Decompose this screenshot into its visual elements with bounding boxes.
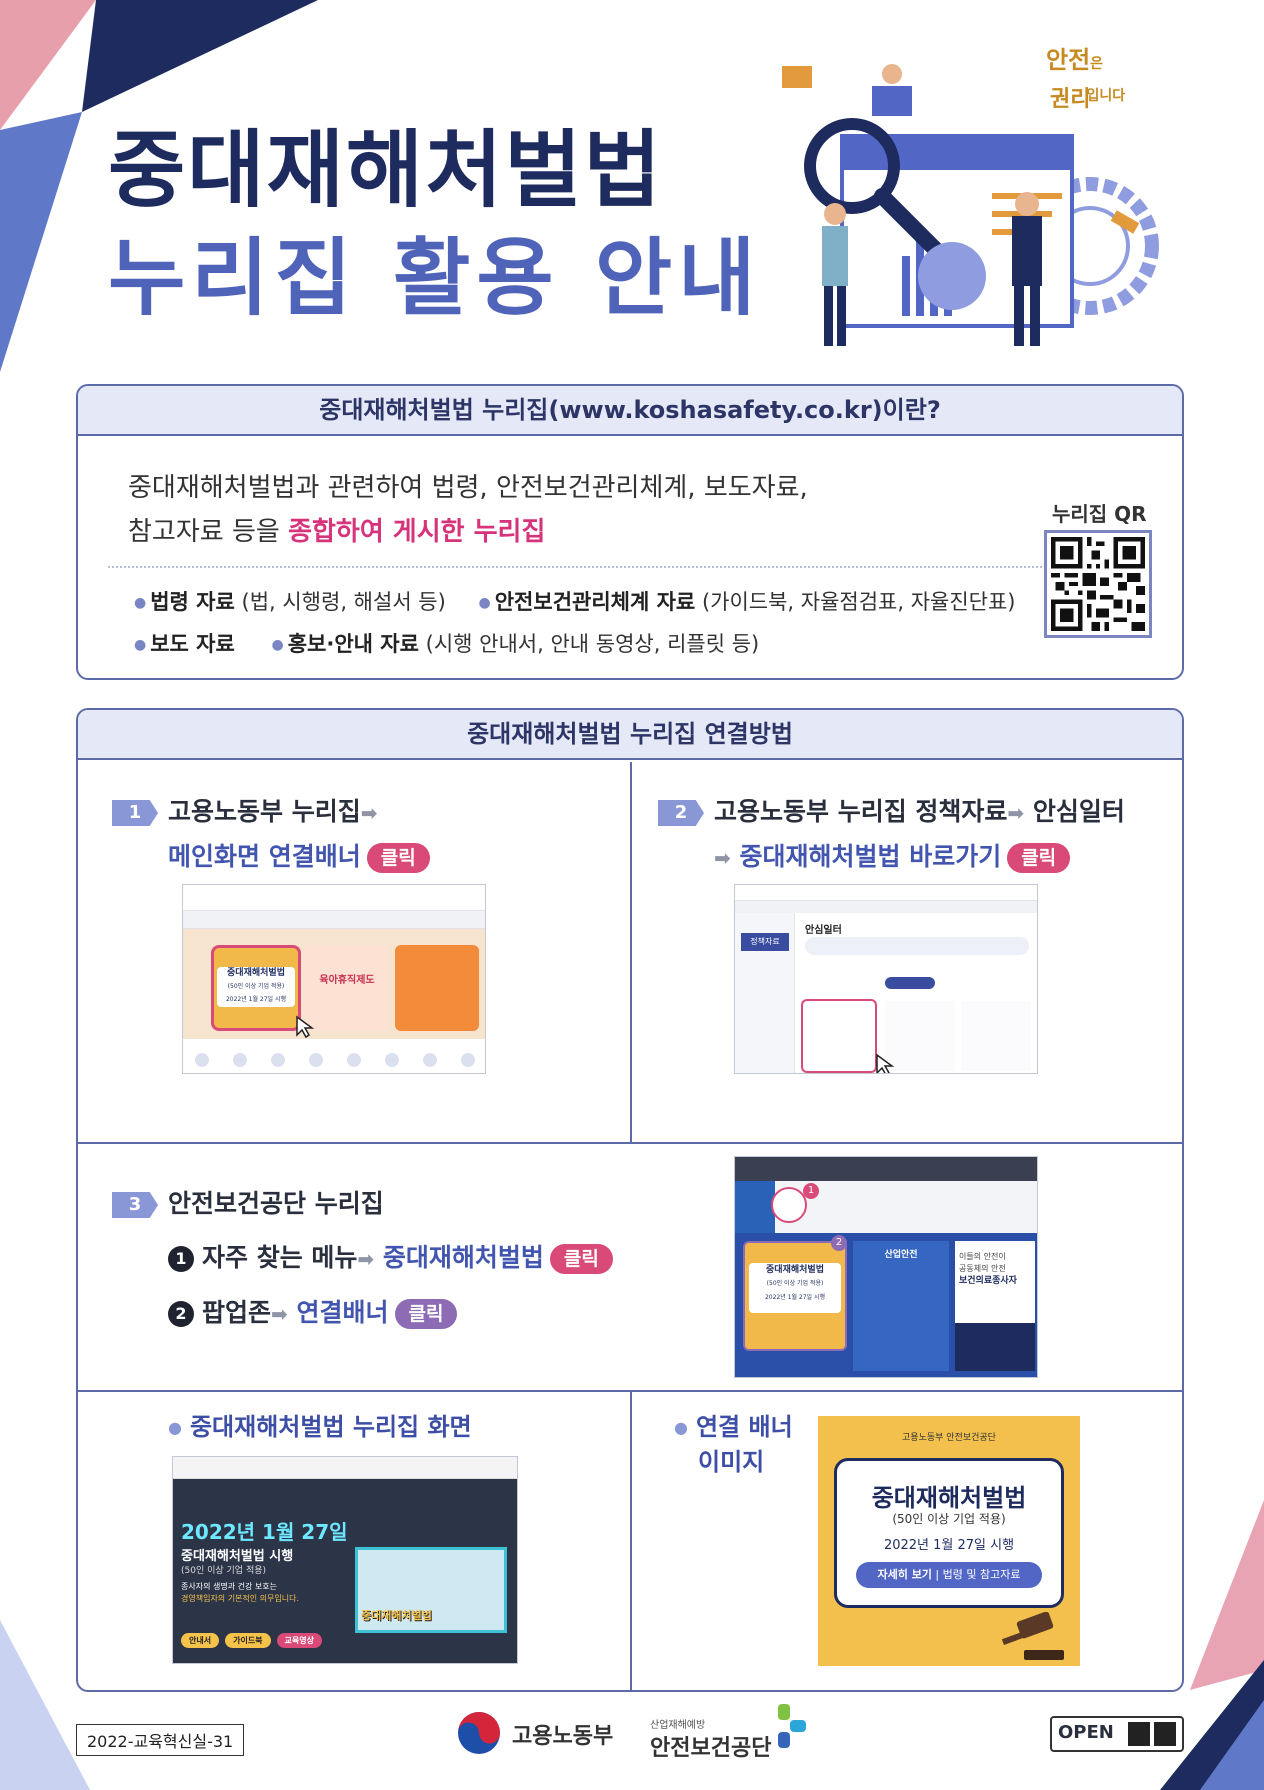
step-number: 1 [112,800,158,826]
arrow-icon: ➡ [360,801,378,825]
grid-divider [78,1390,1182,1392]
grid-divider [78,1142,1182,1144]
bullet-dot: ● [271,637,284,653]
bullet-dot: ● [478,595,491,611]
guide-button[interactable]: 안내서 [181,1633,220,1648]
caption-site-screen: ●중대재해처벌법 누리집 화면 [168,1413,472,1441]
video-button[interactable]: 교육영상 [276,1633,322,1648]
org-kosha-subtitle: 산업재해예방 [650,1720,706,1731]
open-license-badge: OPEN [1050,1716,1184,1752]
page-title-line2: 누리집 활용 안내 [108,229,762,327]
taegeuk-logo-icon [458,1712,500,1754]
gavel-icon [1001,1612,1064,1660]
guidebook-button[interactable]: 가이드북 [225,1633,271,1648]
corner-decoration-top-left [0,0,318,372]
sub-step-number: 1 [168,1246,194,1272]
click-badge: 클릭 [366,843,430,873]
arrow-icon: ➡ [271,1302,288,1326]
bullet-dot: ● [134,637,147,653]
bullet-dot: ● [674,1418,688,1437]
bullet-row-1: ●법령 자료 (법, 시행령, 해설서 등) ●안전보건관리체계 자료 (가이드… [134,590,1016,614]
hero-illustration [782,64,1159,346]
org-kosha: 안전보건공단 [650,1736,772,1761]
page-title-line1: 중대재해처벌법 [108,121,663,219]
cursor-icon [876,1053,895,1073]
badge-1: 1 [803,1183,819,1199]
screenshot-kosha-main: 1 2 중대재해처벌법 (50인 이상 기업 적용) 2022년 1월 27일 … [734,1156,1038,1378]
kosha-logo-icon [778,1704,806,1748]
license-commercial-icon [1154,1722,1176,1746]
bullet-dot: ● [134,595,147,611]
corner-decoration-bottom-left [0,1620,90,1790]
screenshot-moel-policy: 정책자료 안심일터 [734,884,1038,1074]
grid-divider [630,762,632,1142]
document-code: 2022-교육혁신실-31 [76,1724,245,1756]
dotted-divider [108,566,1098,568]
method-heading: 중대재해처벌법 누리집 연결방법 [78,710,1182,760]
cursor-icon [296,1015,315,1039]
arrow-icon: ➡ [1007,801,1025,825]
license-attribution-icon [1128,1722,1150,1746]
caption-banner-image: ●연결 배너 이미지 [674,1413,793,1476]
screenshot-koshasafety-site: 2022년 1월 27일 중대재해처벌법 시행 (50인 이상 기업 적용) 종… [172,1456,518,1664]
arrow-icon: ➡ [357,1247,375,1271]
arrow-icon: ➡ [714,846,731,870]
screenshot-moel-main: 중대재해처벌법 (50인 이상 기업 적용) 2022년 1월 27일 시행 육… [182,884,486,1074]
grid-divider [630,1392,632,1690]
step-number: 3 [112,1192,158,1218]
bullet-row-2: ●보도 자료 ●홍보·안내 자료 (시행 안내서, 안내 동영상, 리플릿 등) [134,632,760,656]
click-badge: 클릭 [1007,843,1071,873]
bullet-dot: ● [168,1418,182,1437]
sub-step-number: 2 [168,1301,194,1327]
qr-code[interactable] [1044,530,1152,638]
corner-decoration-bottom-right [1160,1500,1264,1790]
qr-label: 누리집 QR [1052,502,1147,526]
badge-2: 2 [831,1235,847,1251]
click-badge: 클릭 [549,1244,613,1274]
step-number: 2 [658,800,704,826]
banner-image[interactable]: 고용노동부 안전보건공단 중대재해처벌법 (50인 이상 기업 적용) 2022… [818,1416,1080,1666]
intro-description: 중대재해처벌법과 관련하여 법령, 안전보건관리체계, 보도자료, 참고자료 등… [128,473,808,547]
qr-pattern-icon [1051,537,1145,631]
intro-heading: 중대재해처벌법 누리집(www.koshasafety.co.kr)이란? [78,386,1182,436]
org-moel: 고용노동부 [512,1724,614,1749]
intro-section: 중대재해처벌법 누리집(www.koshasafety.co.kr)이란? 중대… [76,384,1184,680]
click-badge: 클릭 [394,1299,458,1329]
slogan: 안전은 권리입니다 [1046,46,1126,112]
